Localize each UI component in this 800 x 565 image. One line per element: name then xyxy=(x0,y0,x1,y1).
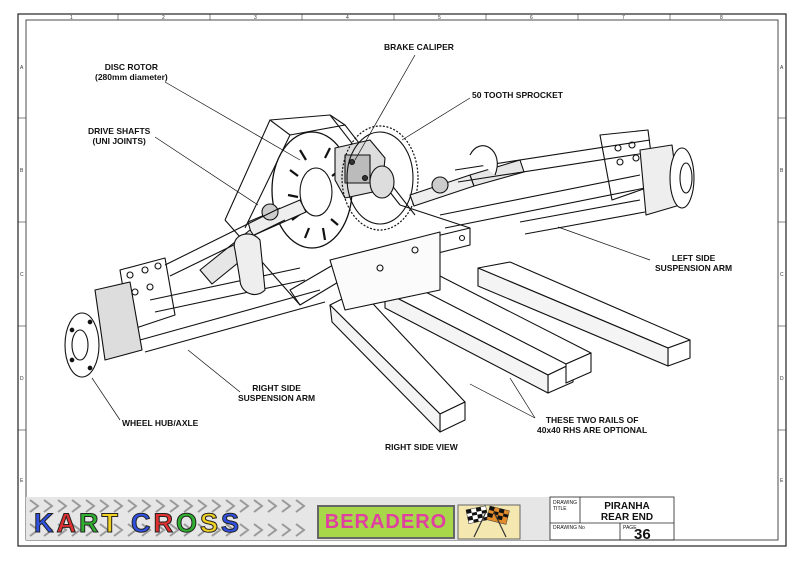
label-disc-rotor-line1: DISC ROTOR xyxy=(104,62,158,72)
label-right-suspension-arm: RIGHT SIDE SUSPENSION ARM xyxy=(238,383,315,403)
drawing-title-line1: PIRANHA xyxy=(604,501,650,512)
right-wheel-hub xyxy=(64,281,143,378)
grid-top-2: 2 xyxy=(162,15,165,21)
label-disc-rotor: DISC ROTOR (280mm diameter) xyxy=(95,62,168,82)
title-caption-line1: DRAWING xyxy=(553,500,577,506)
kart-cross-letter: R xyxy=(153,508,176,539)
label-right-arm-line1: RIGHT SIDE xyxy=(252,383,301,393)
kart-cross-letter: A xyxy=(56,508,79,539)
label-view: RIGHT SIDE VIEW xyxy=(385,442,458,452)
kart-cross-letter: S xyxy=(221,508,243,539)
leader-lines xyxy=(91,54,651,421)
title-caption-line2: TITLE xyxy=(553,506,567,512)
title-caption: DRAWING TITLE xyxy=(553,500,577,512)
kart-cross-letter: T xyxy=(101,508,121,539)
label-drive-shafts-line1: DRIVE SHAFTS xyxy=(88,126,151,136)
grid-ticks xyxy=(18,14,786,431)
label-rails-line1: THESE TWO RAILS OF xyxy=(545,415,639,425)
label-left-suspension-arm: LEFT SIDE SUSPENSION ARM xyxy=(655,253,732,273)
tread-pattern xyxy=(29,499,306,537)
label-drive-shafts: DRIVE SHAFTS (UNI JOINTS) xyxy=(88,126,150,146)
grid-side-a: A xyxy=(20,65,24,71)
grid-side-c: C xyxy=(20,272,24,278)
rear-end-assembly xyxy=(64,114,695,433)
label-left-arm-line1: LEFT SIDE xyxy=(671,253,716,263)
checkered-flags-logo xyxy=(457,504,521,540)
title-block-frame xyxy=(549,496,675,541)
disc-rotor xyxy=(271,131,353,249)
label-brake-caliper: BRAKE CALIPER xyxy=(384,42,454,52)
label-disc-rotor-line2: (280mm diameter) xyxy=(95,72,168,82)
grid-top-3: 3 xyxy=(254,15,257,21)
grid-side-b-right: B xyxy=(780,168,784,174)
label-optional-rails: THESE TWO RAILS OF 40x40 RHS ARE OPTIONA… xyxy=(537,415,647,435)
grid-top-5: 5 xyxy=(438,15,441,21)
sprocket xyxy=(341,125,419,231)
drawing-no-caption: DRAWING No xyxy=(553,525,585,531)
left-suspension-arm xyxy=(439,129,656,235)
grid-side-c-right: C xyxy=(780,272,784,278)
kart-cross-letter: C xyxy=(131,508,154,539)
kart-cross-letter: K xyxy=(34,508,57,539)
beradero-logo: BERADERO xyxy=(317,505,455,539)
grid-top-7: 7 xyxy=(622,15,625,21)
label-rails-line2: 40x40 RHS ARE OPTIONAL xyxy=(537,425,648,435)
main-rails xyxy=(329,289,466,433)
outer-frame xyxy=(17,13,787,547)
label-left-arm-line2: SUSPENSION ARM xyxy=(655,263,733,273)
grid-side-d-right: D xyxy=(780,376,784,382)
label-drive-shafts-line2: (UNI JOINTS) xyxy=(92,136,146,146)
grid-side-e: E xyxy=(20,478,24,484)
label-wheel-hub: WHEEL HUB/AXLE xyxy=(122,418,199,428)
page-caption: PAGE xyxy=(623,525,637,531)
grid-top-4: 4 xyxy=(346,15,349,21)
grid-top-8: 8 xyxy=(720,15,723,21)
kart-cross-letter: R xyxy=(79,508,102,539)
kart-cross-letter: S xyxy=(200,508,222,539)
optional-rails xyxy=(384,261,691,394)
label-sprocket: 50 TOOTH SPROCKET xyxy=(472,90,563,100)
grid-top-6: 6 xyxy=(530,15,533,21)
grid-side-e-right: E xyxy=(780,478,784,484)
left-wheel-hub xyxy=(639,144,695,216)
grid-side-a-right: A xyxy=(780,65,784,71)
page-number: 36 xyxy=(634,526,651,543)
kart-cross-letter: O xyxy=(175,508,201,539)
label-right-arm-line2: SUSPENSION ARM xyxy=(238,393,316,403)
grid-side-b: B xyxy=(20,168,24,174)
grid-side-d: D xyxy=(20,376,24,382)
drawing-title-line2: REAR END xyxy=(600,512,654,523)
grid-top-1: 1 xyxy=(70,15,73,21)
drawing-title: PIRANHA REAR END xyxy=(582,501,672,523)
